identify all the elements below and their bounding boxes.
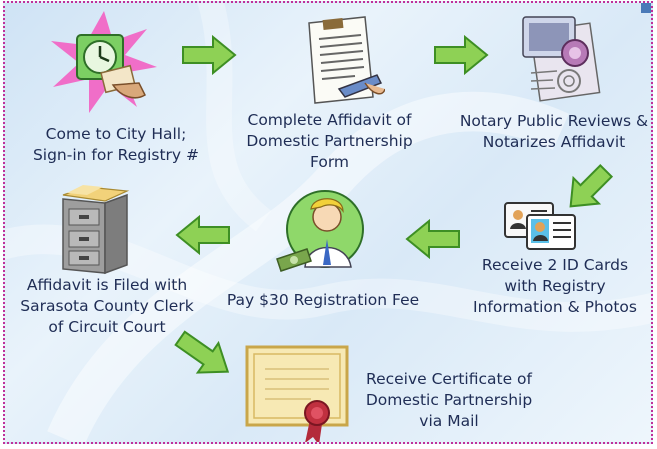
affidavit-document-icon xyxy=(308,16,385,104)
arrow-left-1 xyxy=(405,219,460,259)
certificate-icon xyxy=(245,345,349,442)
arrow-left-2 xyxy=(175,215,230,255)
arrow-right-2 xyxy=(434,35,489,75)
arrow-down-right-1 xyxy=(174,330,230,374)
step-label-notary: Notary Public Reviews & Notarizes Affida… xyxy=(459,112,649,151)
payment-person-icon xyxy=(276,190,364,272)
corner-marker xyxy=(641,3,651,13)
process-diagram: Come to City Hall; Sign-in for Registry … xyxy=(3,1,653,444)
arrow-right-1 xyxy=(182,35,237,75)
step-label-affidavit: Complete Affidavit of Domestic Partnersh… xyxy=(246,111,413,171)
step-label-filed: Affidavit is Filed with Sarasota County … xyxy=(20,276,194,336)
step-label-certificate: Receive Certificate of Domestic Partners… xyxy=(365,370,533,430)
arrow-down-left-1 xyxy=(569,163,614,208)
step-label-fee: Pay $30 Registration Fee xyxy=(226,291,420,309)
step-label-sign-in: Come to City Hall; Sign-in for Registry … xyxy=(32,125,200,164)
notary-stamp-icon xyxy=(522,16,601,102)
clock-icon xyxy=(51,11,157,113)
filing-cabinet-icon xyxy=(62,185,130,275)
step-label-id-cards: Receive 2 ID Cards with Registry Informa… xyxy=(473,256,637,316)
id-cards-icon xyxy=(504,202,576,250)
